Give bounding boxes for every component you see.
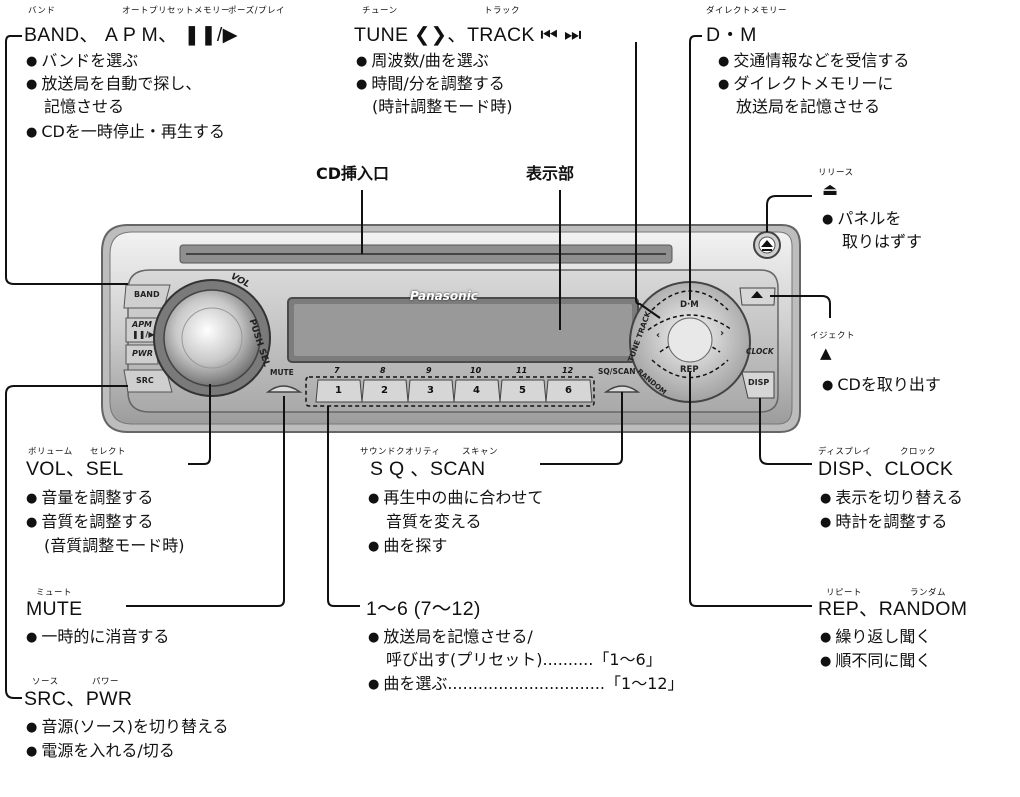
mute-button-label[interactable]: MUTE	[270, 368, 294, 377]
clock-ruby: クロック	[900, 447, 937, 457]
preset-2-button[interactable]: 2	[381, 385, 388, 396]
tune-item-1: 周波数/曲を選ぶ	[356, 51, 488, 73]
presets-title: 1～6 (7～12)	[366, 598, 481, 620]
upper-num-7: 7	[334, 366, 340, 375]
preset-4-button[interactable]: 4	[473, 385, 480, 396]
vol-sel-title: VOL、SEL	[26, 458, 124, 480]
preset-buttons	[315, 379, 593, 403]
clock-label: CLOCK	[746, 347, 774, 356]
dm-ruby: ダイレクトメモリー	[706, 6, 788, 16]
scan-ruby: スキャン	[462, 447, 499, 457]
volume-knob	[163, 289, 261, 387]
pwr-button	[125, 344, 159, 365]
sq-ruby: サウンドクオリティ	[360, 447, 441, 457]
mute-title: MUTE	[26, 598, 83, 620]
preset-3-button[interactable]: 3	[427, 385, 434, 396]
band-item-2: 放送局を自動で探し、	[26, 74, 201, 96]
mute-item-1: 一時的に消音する	[26, 627, 169, 649]
tune-item-3: (時計調整モード時)	[372, 97, 513, 116]
disp-ruby: ディスプレイ	[818, 447, 872, 457]
sqscan-button	[603, 385, 641, 393]
eject-item-1: CDを取り出す	[822, 375, 941, 397]
pwr-ruby: パワー	[92, 677, 120, 687]
band-title: BAND、 A P M、 ❚❚/▶	[24, 24, 238, 46]
src-pwr-title: SRC、PWR	[24, 688, 133, 710]
disp-button	[741, 371, 775, 399]
upper-num-9: 9	[426, 366, 432, 375]
vol-sel-item-2: 音質を調整する	[26, 512, 153, 534]
rep-random-title: REP、RANDOM	[818, 598, 968, 620]
preset-5-button[interactable]: 5	[519, 385, 526, 396]
band-button-label[interactable]: BAND	[134, 290, 160, 299]
pause-play-ruby: ポーズ/プレイ	[228, 6, 285, 16]
band-item-1: バンドを選ぶ	[26, 51, 138, 73]
release-item-1: パネルを	[822, 209, 901, 231]
sqscan-label[interactable]: SQ/SCAN	[598, 367, 636, 376]
apm-ruby: オートプリセットメモリー	[122, 6, 231, 16]
sel-ruby: セレクト	[90, 447, 127, 457]
src-pwr-item-2: 電源を入れる/切る	[26, 741, 174, 763]
apm-button-label[interactable]: APM	[132, 320, 153, 329]
tune-track-title: TUNE ❮❯、TRACK ⏮ ⏭	[354, 24, 582, 46]
tune-ruby: チューン	[362, 6, 398, 16]
presets-item-2: 呼び出す(プリセット)..........「1～6」	[386, 650, 662, 669]
tune-left-button[interactable]: ‹	[656, 330, 661, 341]
sq-scan-item-1: 再生中の曲に合わせて	[368, 488, 543, 510]
vol-ruby: ボリューム	[28, 447, 73, 457]
preset-1-button[interactable]: 1	[335, 385, 342, 396]
upper-num-10: 10	[470, 366, 482, 375]
eject-ruby: イジェクト	[810, 331, 856, 341]
release-ruby: リリース	[818, 168, 854, 178]
rep-button-label[interactable]: REP	[680, 365, 699, 375]
display-label: 表示部	[526, 164, 575, 183]
presets-item-1: 放送局を記憶させる/	[368, 627, 532, 649]
upper-num-8: 8	[380, 366, 386, 375]
band-item-3: 記憶させる	[44, 97, 125, 116]
track-ruby: トラック	[484, 6, 521, 16]
pause-play-label: ❚❚/▶	[132, 330, 155, 339]
brand-logo: Panasonic	[410, 289, 478, 303]
dm-item-1: 交通情報などを受信する	[718, 51, 909, 73]
sq-scan-title: S Q 、SCAN	[370, 458, 486, 480]
dm-title: D・M	[706, 24, 757, 46]
vol-sel-item-1: 音量を調整する	[26, 488, 153, 510]
dm-item-2: ダイレクトメモリーに	[718, 74, 893, 96]
upper-num-12: 12	[562, 366, 574, 375]
disp-clock-item-2: 時計を調整する	[820, 512, 947, 534]
rep-ruby: リピート	[826, 588, 863, 598]
pwr-button-label[interactable]: PWR	[132, 349, 153, 358]
mute-button	[265, 385, 303, 393]
sq-scan-item-3: 曲を探す	[368, 536, 447, 558]
band-item-4: CDを一時停止・再生する	[26, 122, 225, 144]
release-icon: ⏏	[822, 180, 839, 200]
src-button	[123, 369, 173, 393]
vol-sel-item-3: (音質調整モード時)	[44, 536, 185, 555]
tune-item-2: 時間/分を調整する	[356, 74, 504, 96]
disp-clock-title: DISP、CLOCK	[818, 458, 954, 480]
mute-ruby: ミュート	[36, 588, 73, 598]
dm-button-label[interactable]: D·M	[680, 300, 699, 310]
sq-scan-item-2: 音質を変える	[386, 512, 482, 531]
src-pwr-item-1: 音源(ソース)を切り替える	[26, 717, 228, 739]
dm-item-3: 放送局を記憶させる	[736, 97, 881, 116]
src-button-label[interactable]: SRC	[136, 376, 154, 385]
eject-icon: ▲	[820, 344, 832, 362]
preset-6-button[interactable]: 6	[565, 385, 572, 396]
band-ruby: バンド	[28, 6, 56, 16]
rep-random-item-2: 順不同に聞く	[820, 651, 931, 673]
cd-slot-label: CD挿入口	[316, 164, 390, 183]
tune-right-button[interactable]: ›	[720, 328, 725, 339]
rep-random-item-1: 繰り返し聞く	[820, 627, 931, 649]
random-ruby: ランダム	[910, 588, 947, 598]
disp-button-label[interactable]: DISP	[748, 378, 770, 387]
presets-item-3: 曲を選ぶ...............................「1～12…	[368, 674, 683, 696]
upper-num-11: 11	[516, 366, 528, 375]
disp-clock-item-1: 表示を切り替える	[820, 488, 963, 510]
src-ruby: ソース	[32, 677, 59, 687]
release-item-2: 取りはずす	[842, 232, 923, 251]
